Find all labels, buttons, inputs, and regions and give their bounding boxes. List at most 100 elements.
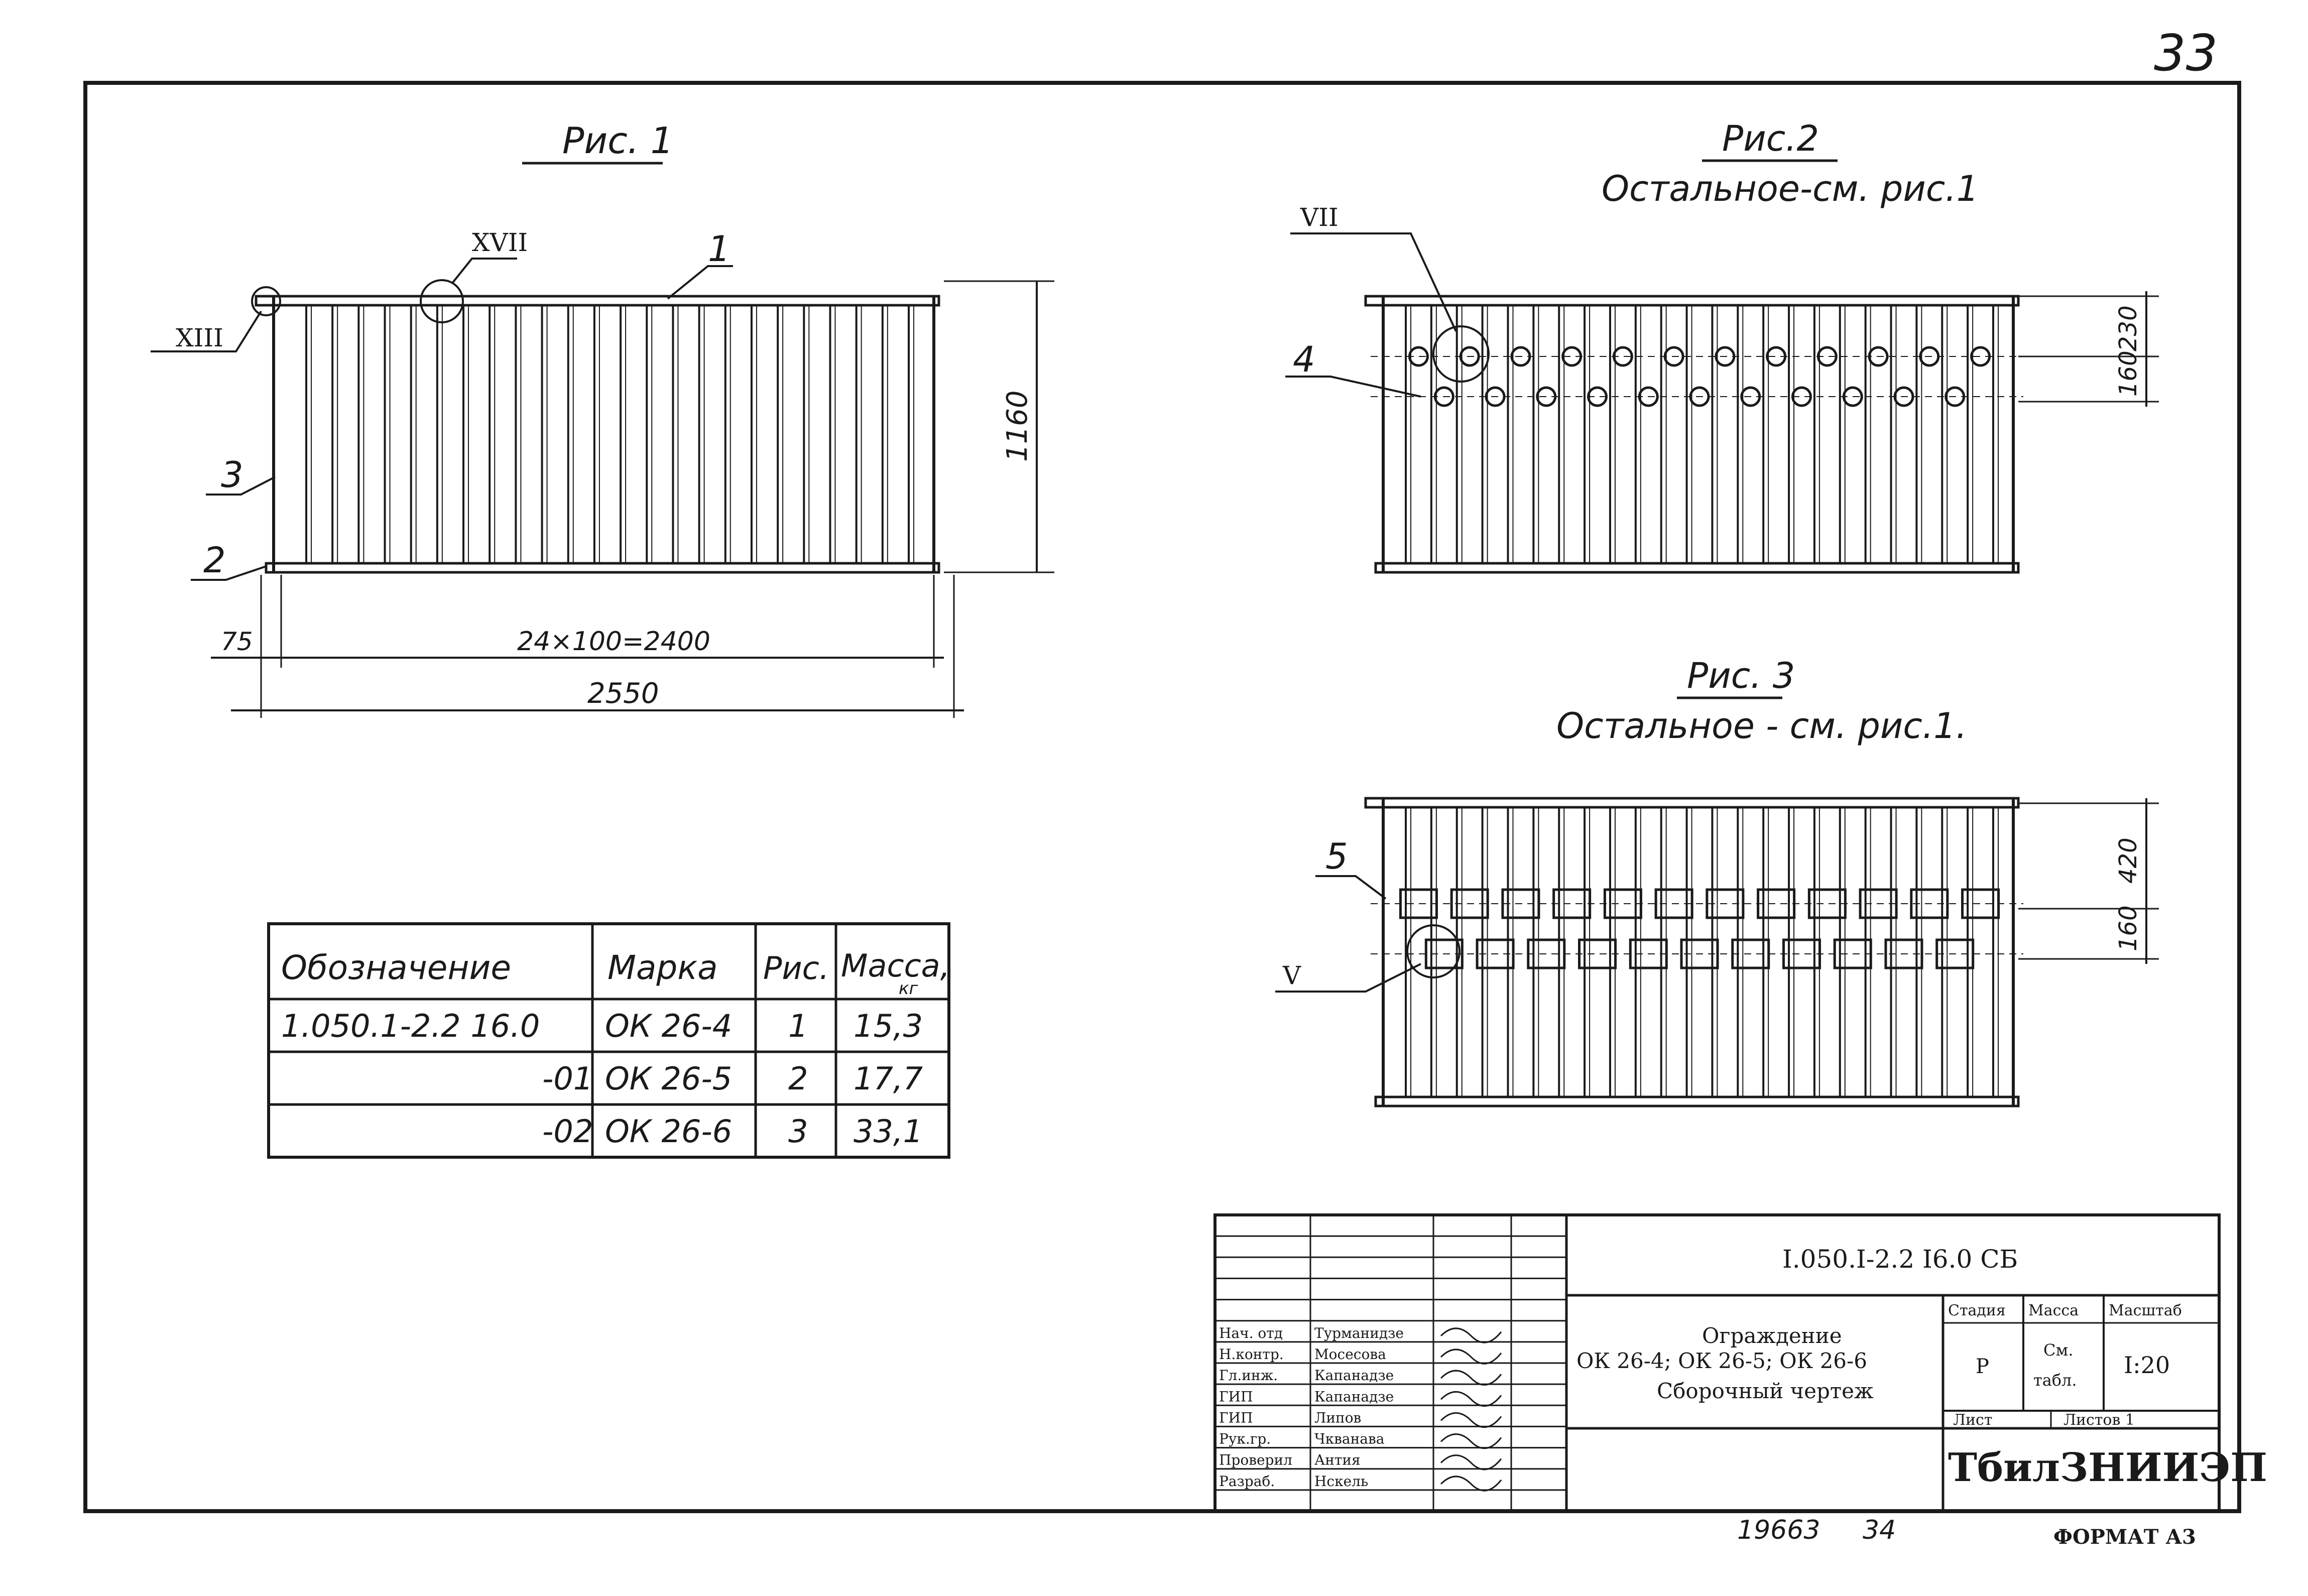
block: [1476, 938, 1515, 969]
block: [1807, 888, 1847, 919]
fig2-top-rail: [1364, 295, 2020, 307]
fig1-balusters: [305, 305, 914, 563]
ring: [1485, 386, 1506, 407]
fig3-pos5-leader: [1315, 875, 1387, 900]
spec-header-fig: Рис.: [763, 950, 829, 987]
footer-format: ФОРМАТ А3: [2053, 1525, 2196, 1549]
tb-stage-header: Стадия: [1948, 1302, 2006, 1319]
fig2-node-vii-circle: [1432, 325, 1490, 383]
tb-name-line1: Ограждение: [1702, 1323, 1842, 1348]
fig3-top-rail: [1364, 797, 2020, 809]
fig1-node-xvii-leader: [451, 258, 517, 285]
ring: [1842, 386, 1863, 407]
fig1-top-rail: [255, 295, 940, 307]
fig3-title: Рис. 3: [1687, 655, 1795, 696]
spec-r0-designation: 1.050.1-2.2 16.0: [281, 1008, 540, 1044]
ring: [1663, 346, 1684, 367]
tb-signature-role: Нач. отд: [1219, 1325, 1283, 1341]
tb-stage-value: Р: [1976, 1355, 1989, 1378]
spec-r1-mass: 17,7: [854, 1060, 923, 1097]
block: [1706, 888, 1745, 919]
tb-name-line3: Сборочный чертеж: [1657, 1379, 1874, 1403]
fig3-dim-bot: 160: [2114, 905, 2142, 951]
fig1-pos2-leader: [191, 565, 267, 581]
tb-signature-name: Турманидзе: [1314, 1325, 1404, 1341]
fig1-node-xiii-leader: [151, 310, 262, 352]
fig1-pos3-label: 3: [221, 454, 244, 496]
spec-table-frame: [267, 922, 950, 1159]
tb-signature-mark: [1440, 1370, 1502, 1386]
spec-header-mark: Марка: [608, 948, 718, 987]
spec-r2-mass: 33,1: [854, 1113, 923, 1150]
fig2-title: Рис.2: [1722, 118, 1819, 159]
spec-r0-fig: 1: [788, 1008, 808, 1044]
fig3-node-v-circle: [1406, 924, 1461, 978]
footer-inv: 19663: [1737, 1515, 1820, 1545]
title-block: I.050.I-2.2 I6.0 СБ Ограждение ОК 26-4; …: [1213, 1213, 2267, 1513]
tb-sheet-label: Лист: [1953, 1411, 1992, 1429]
fig3-node-v-label: V: [1282, 961, 1301, 990]
fig3-pos5-label: 5: [1325, 836, 1348, 877]
block: [1731, 938, 1770, 969]
tb-mass-value-2: табл.: [2033, 1371, 2077, 1390]
spec-r0-mark: ОК 26-4: [605, 1008, 732, 1044]
tb-signature-mark: [1440, 1454, 1502, 1470]
fig2-node-vii-leader: [1290, 232, 1457, 332]
spec-r1-designation: -01: [542, 1060, 593, 1097]
tb-signature-role: Н.контр.: [1219, 1346, 1284, 1363]
sheet-frame: [83, 81, 2241, 1513]
fig2-dim-top: 230: [2114, 305, 2142, 351]
fig2-pos4-leader: [1285, 376, 1421, 398]
ring: [1536, 386, 1557, 407]
spec-header-mass-unit: кг: [899, 978, 919, 999]
fig1-node-xiii-label: XIII: [176, 323, 223, 352]
block: [1654, 888, 1693, 919]
ring: [1689, 386, 1710, 407]
tb-mass-header: Масса: [2028, 1302, 2079, 1319]
fig3-dim-top: 420: [2114, 837, 2142, 884]
tb-signature-name: Антия: [1314, 1452, 1361, 1468]
fig1-node-xvii-label: XVII: [472, 228, 528, 257]
tb-signature-name: Липов: [1314, 1409, 1361, 1426]
tb-signature-name: Нскель: [1314, 1473, 1368, 1490]
ring: [1868, 346, 1889, 367]
tb-signature-role: Рук.гр.: [1219, 1431, 1271, 1447]
ring: [1919, 346, 1940, 367]
tb-signature-mark: [1440, 1433, 1502, 1449]
ring: [1740, 386, 1761, 407]
block: [1603, 888, 1642, 919]
ring: [1816, 346, 1838, 367]
spec-r0-mass: 15,3: [854, 1008, 923, 1044]
figure-1: Рис. 1 XIII XVII 1 3 2 1160: [151, 119, 1054, 718]
block: [1961, 888, 2000, 919]
ring: [1791, 386, 1812, 407]
fig1-height-value: 1160: [1001, 390, 1034, 462]
fig3-bottom-rail: [1374, 1095, 2020, 1108]
tb-signature-mark: [1440, 1348, 1502, 1365]
block: [1833, 938, 1872, 969]
block: [1935, 938, 1975, 969]
ring: [1587, 386, 1608, 407]
ring: [1945, 386, 1966, 407]
spec-r2-mark: ОК 26-6: [605, 1113, 732, 1150]
fig2-balusters: [1405, 305, 1999, 563]
block: [1757, 888, 1796, 919]
block: [1782, 938, 1821, 969]
fig3-subtitle: Остальное - см. рис.1.: [1556, 705, 1967, 747]
footer-page: 34: [1863, 1515, 1896, 1545]
tb-signature-rows: [1215, 1235, 1566, 1491]
fig1-node-xvii-circle: [420, 279, 464, 323]
fig3-balusters: [1405, 807, 1999, 1097]
fig1-offset-value: 75: [221, 627, 253, 656]
ring: [1766, 346, 1787, 367]
tb-signature-name: Мосесова: [1314, 1346, 1386, 1363]
tb-organisation: ТбилЗНИИЭП: [1948, 1445, 2267, 1491]
fig1-title: Рис. 1: [562, 119, 673, 162]
tb-signature-mark: [1440, 1327, 1502, 1343]
ring: [1970, 346, 1991, 367]
tb-signature-role: ГИП: [1219, 1409, 1253, 1426]
ring: [1893, 386, 1914, 407]
ring: [1459, 346, 1480, 367]
figure-3: Рис. 3 Остальное - см. рис.1. V 5 420 16…: [1275, 655, 2159, 1108]
